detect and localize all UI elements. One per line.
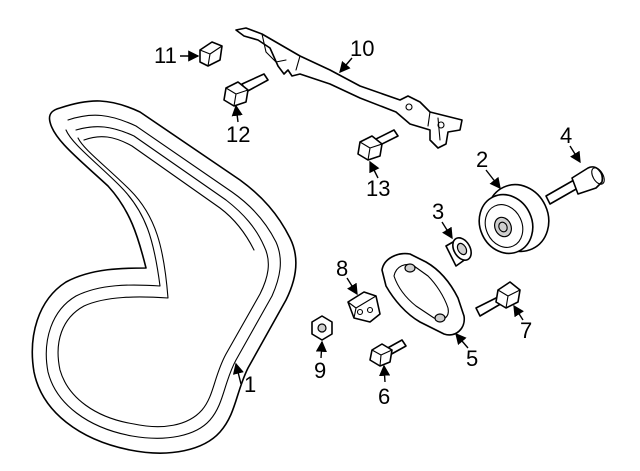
small-bracket — [347, 291, 381, 323]
callout-4: 4 — [560, 123, 572, 148]
callout-11: 11 — [154, 43, 177, 68]
callout-6: 6 — [378, 384, 390, 409]
callout-10: 10 — [350, 36, 374, 61]
drive-belt — [31, 100, 297, 454]
callout-5: 5 — [466, 346, 478, 371]
tensioner-bracket — [381, 252, 466, 336]
callout-2: 2 — [476, 147, 488, 172]
callout-labels: 1 2 3 4 5 6 7 8 9 10 11 12 13 — [154, 36, 572, 409]
callout-7: 7 — [520, 318, 532, 343]
spacer — [445, 237, 472, 267]
callout-3: 3 — [432, 199, 444, 224]
clip-nut — [199, 41, 223, 67]
mounting-bracket — [235, 27, 463, 149]
leader-lines — [180, 50, 581, 385]
callout-13: 13 — [366, 176, 390, 201]
callout-8: 8 — [336, 256, 348, 281]
callout-12: 12 — [226, 122, 250, 147]
idler-pulley — [478, 183, 550, 255]
pulley-bolt — [545, 166, 605, 205]
nut — [311, 315, 333, 341]
callout-1: 1 — [244, 372, 256, 397]
callout-9: 9 — [314, 358, 326, 383]
bolt-13 — [357, 129, 399, 161]
bolt-12 — [223, 73, 269, 107]
bolt-7 — [475, 281, 521, 317]
bolt-6 — [369, 339, 407, 367]
